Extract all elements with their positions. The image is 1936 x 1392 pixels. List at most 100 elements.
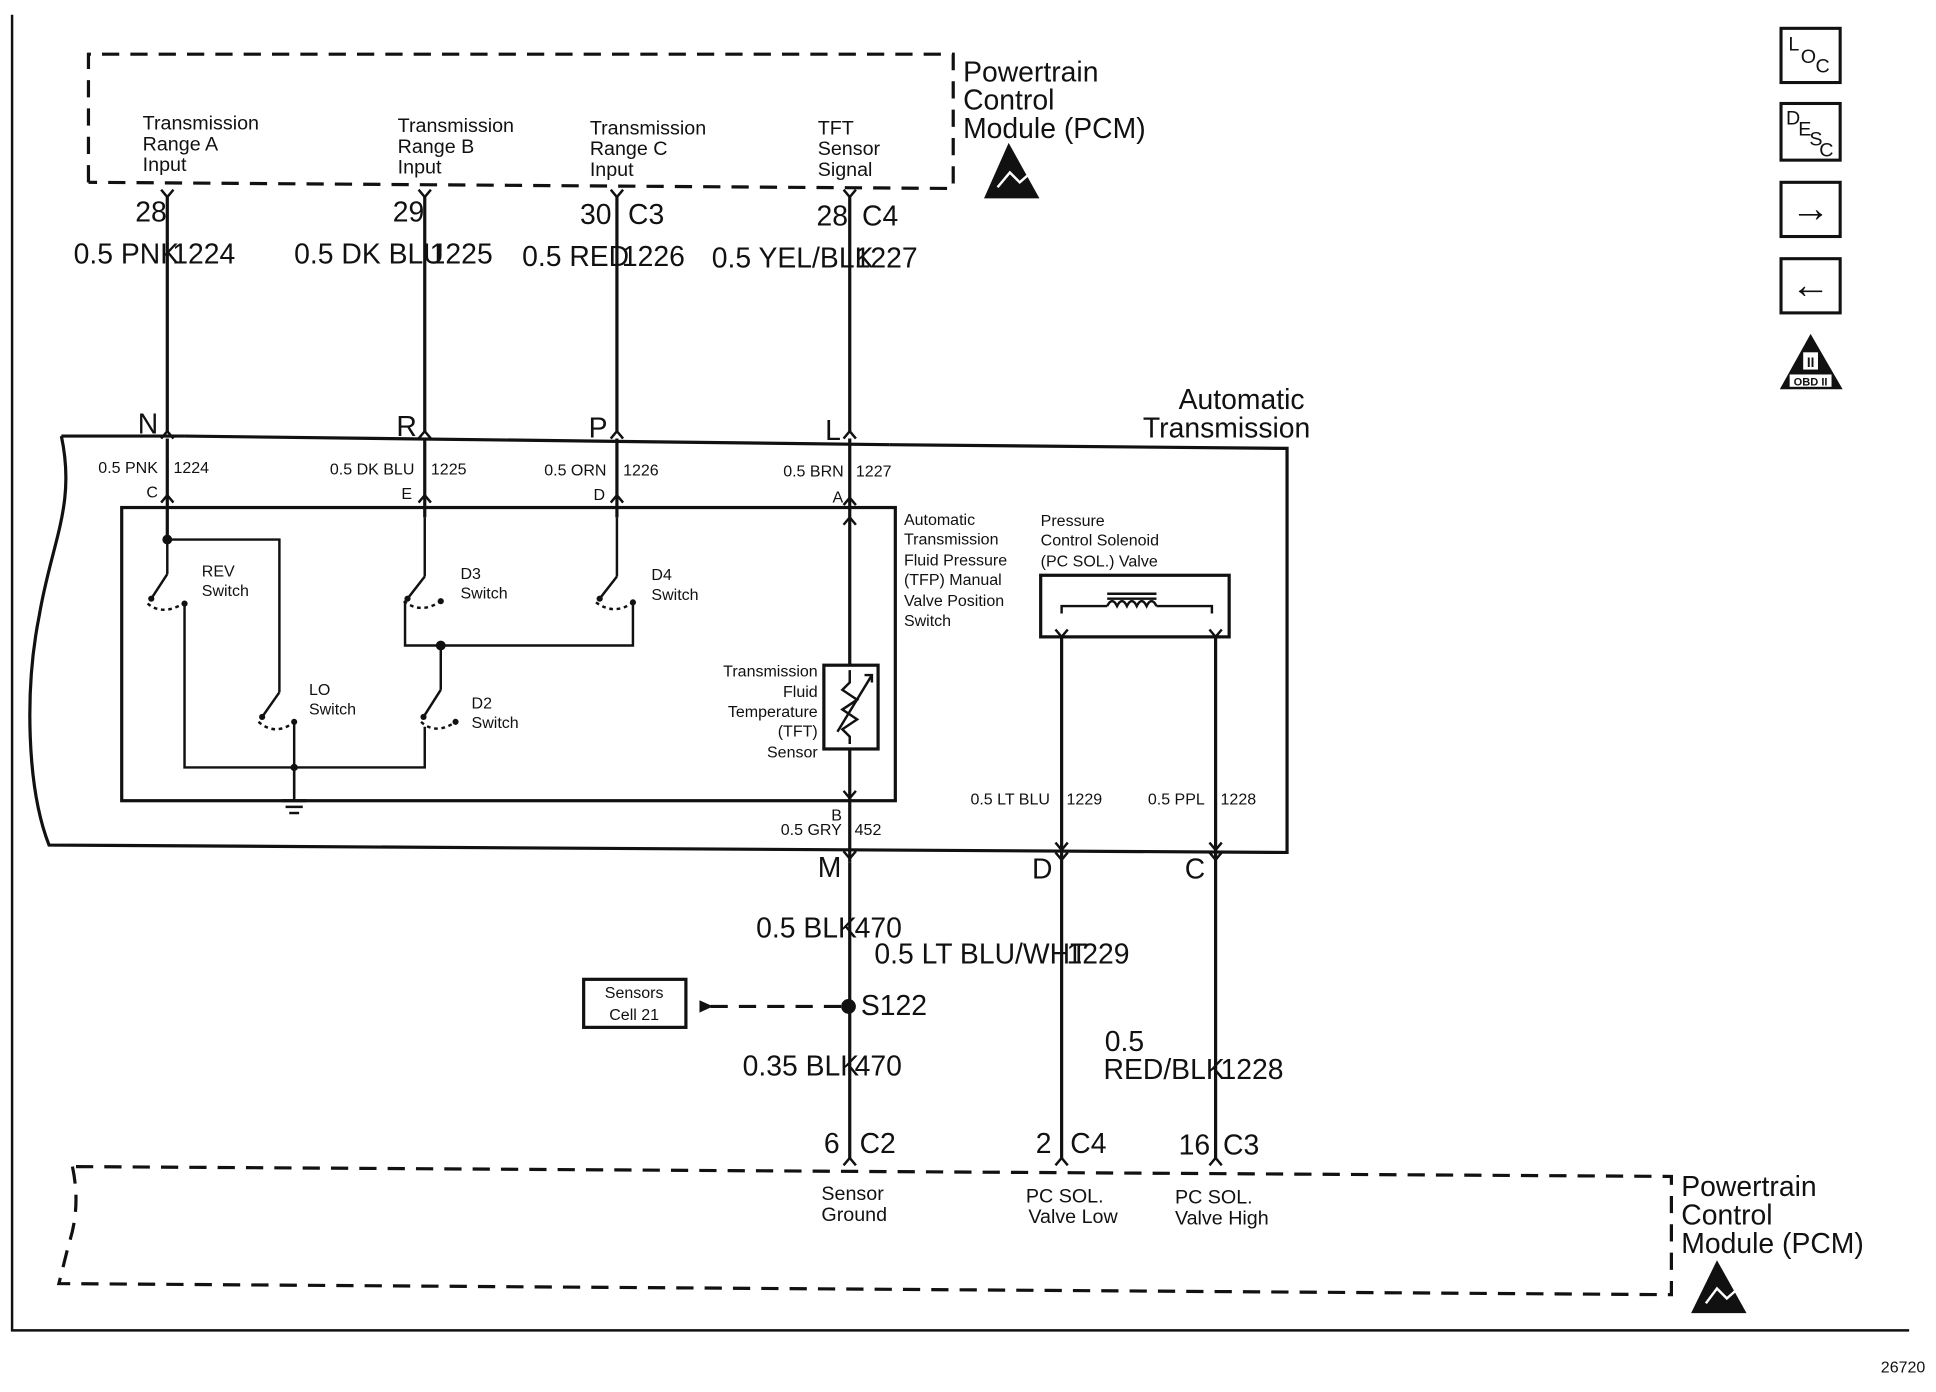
loc-button-o: O	[1801, 46, 1816, 68]
desc-button[interactable]: D E S C	[1779, 101, 1842, 162]
connector-c4-top: C4	[862, 200, 898, 232]
pcm-bottom: Sensor Ground PC SOL. Valve Low PC SOL. …	[56, 1164, 1864, 1314]
pcm-bottom-title-2: Control	[1681, 1199, 1772, 1231]
switch-contacts	[148, 595, 637, 772]
wire-color-1224: 0.5 PNK	[74, 239, 180, 271]
sensor-ground-line-1: Sensor	[821, 1183, 884, 1205]
pc-sol-label-3: (PC SOL.) Valve	[1041, 554, 1158, 571]
pcm-top: Powertrain Control Module (PCM) Transmis…	[86, 52, 1146, 199]
ref-arrow-icon	[699, 1000, 714, 1013]
pin-c-left: C	[146, 485, 158, 502]
conn-letter-m: M	[818, 852, 842, 884]
inner-wire-1227: 0.5 BRN	[783, 464, 843, 481]
inner-circuit-1226: 1226	[623, 462, 659, 479]
wire-color-1229-lower: 0.5 LT BLU/WHT	[874, 938, 1087, 970]
pin-b: B	[831, 807, 842, 824]
desc-button-s: S	[1809, 128, 1822, 150]
sensor-ground-line-2: Ground	[821, 1204, 887, 1226]
loc-button[interactable]: L O C	[1779, 26, 1842, 85]
figure-number: 26720	[1881, 1359, 1926, 1376]
range-a-line-3: Input	[143, 154, 187, 176]
pin-e: E	[401, 486, 412, 503]
obd-ii-button[interactable]: II OBD II	[1779, 333, 1843, 390]
pin-28-a: 28	[135, 197, 167, 229]
tft-signal-line-3: Signal	[818, 159, 873, 181]
tft-signal-line-1: TFT	[818, 117, 854, 139]
tft-label-1: Transmission	[723, 663, 818, 680]
pin-a: A	[832, 490, 843, 507]
conn-letter-d: D	[1032, 853, 1052, 885]
splice-label: S122	[861, 990, 927, 1022]
circuit-1225: 1225	[430, 239, 493, 271]
svg-text:Powertrain: Powertrain	[963, 56, 1098, 88]
wire-color-470-upper: 0.5 BLK	[756, 912, 857, 944]
prev-page-button[interactable]: ←	[1779, 257, 1842, 315]
conn-letter-p: P	[589, 412, 608, 444]
esd-warning-icon-bottom	[1691, 1260, 1747, 1314]
tft-signal-line-2: Sensor	[818, 138, 881, 160]
switch-network	[146, 517, 635, 801]
range-b-line-1: Transmission	[398, 115, 514, 137]
wire-color-1225: 0.5 DK BLU	[294, 239, 444, 271]
lo-switch-label-2: Switch	[309, 701, 356, 718]
wire-color-1228-line-2: RED/BLK	[1104, 1054, 1225, 1086]
rev-switch-label-1: REV	[202, 564, 235, 581]
pcm-top-title-3: Module (PCM)	[963, 113, 1146, 145]
pcm-input-range-a: Transmission Range A Input	[143, 112, 259, 176]
inner-wire-1225: 0.5 DK BLU	[330, 461, 414, 478]
circuit-470-upper: 470	[855, 912, 902, 944]
wire-color-1228-line-1: 0.5	[1105, 1026, 1144, 1058]
wire-1226: 30 C3 0.5 RED 1226	[522, 188, 685, 432]
pcm-top-title-1: Powertrain	[963, 56, 1098, 88]
trans-title-2: Transmission	[1143, 412, 1310, 444]
pc-sol-low-line-1: PC SOL.	[1026, 1185, 1104, 1207]
desc-button-e: E	[1798, 119, 1811, 141]
inner-circuit-1227: 1227	[856, 464, 892, 481]
circuit-1224: 1224	[172, 239, 235, 271]
conn-letter-l: L	[825, 415, 841, 447]
pc-sol-high-line-2: Valve High	[1175, 1207, 1269, 1229]
automatic-transmission: Automatic Transmission N R P L 0.5 PNK 1…	[28, 384, 1310, 1158]
loc-button-c: C	[1816, 56, 1830, 78]
pcm-input-range-c: Transmission Range C Input	[590, 117, 706, 181]
circuit-1226: 1226	[622, 241, 685, 273]
tfp-label-4: (TFP) Manual	[904, 572, 1002, 589]
d2-switch-label-1: D2	[472, 695, 493, 712]
pcm-input-tft-signal: TFT Sensor Signal	[818, 117, 881, 181]
tfp-label-2: Transmission	[904, 531, 999, 548]
pcm-bottom-title-1: Powertrain	[1681, 1171, 1816, 1203]
splice-s122	[841, 999, 856, 1014]
conn-letter-r: R	[396, 411, 416, 443]
range-b-line-2: Range B	[398, 136, 475, 158]
circuit-1227: 1227	[855, 242, 918, 274]
lower-wiring: 0.5 BLK 470 0.5 LT BLU/WHT 1229 S122 Sen…	[582, 862, 1284, 1167]
inner-wire-1229: 0.5 LT BLU	[970, 791, 1049, 808]
connector-c3-top: C3	[628, 199, 664, 231]
sensors-cell-21-reference[interactable]: Sensors Cell 21	[582, 977, 688, 1029]
pc-sol-high-line-1: PC SOL.	[1175, 1187, 1253, 1209]
tfp-switch-box	[120, 505, 897, 803]
range-a-line-2: Range A	[143, 133, 219, 155]
pin-16: 16	[1179, 1129, 1211, 1161]
range-c-line-2: Range C	[590, 138, 668, 160]
obd-ii-numeral: II	[1807, 355, 1815, 370]
tft-sensor-icon	[822, 663, 880, 751]
pc-sol-label-2: Control Solenoid	[1041, 533, 1159, 550]
inner-wire-452: 0.5 GRY	[781, 822, 842, 839]
desc-button-c: C	[1819, 139, 1833, 161]
conn-letter-c: C	[1185, 853, 1205, 885]
pcm-input-range-b: Transmission Range B Input	[398, 115, 514, 179]
rev-switch-label-2: Switch	[202, 583, 249, 600]
lo-switch-label-1: LO	[309, 682, 330, 699]
range-c-line-3: Input	[590, 159, 634, 181]
pin-28-d: 28	[816, 200, 848, 232]
ref-box-line-1: Sensors	[605, 985, 664, 1002]
inner-circuit-1229: 1229	[1067, 791, 1103, 808]
wire-color-1226: 0.5 RED	[522, 241, 629, 273]
page-frame	[10, 14, 1910, 1332]
circuit-1229-lower: 1229	[1067, 938, 1130, 970]
circuit-1228-lower: 1228	[1221, 1054, 1284, 1086]
next-page-button[interactable]: →	[1779, 180, 1842, 239]
pin-29: 29	[393, 197, 425, 229]
